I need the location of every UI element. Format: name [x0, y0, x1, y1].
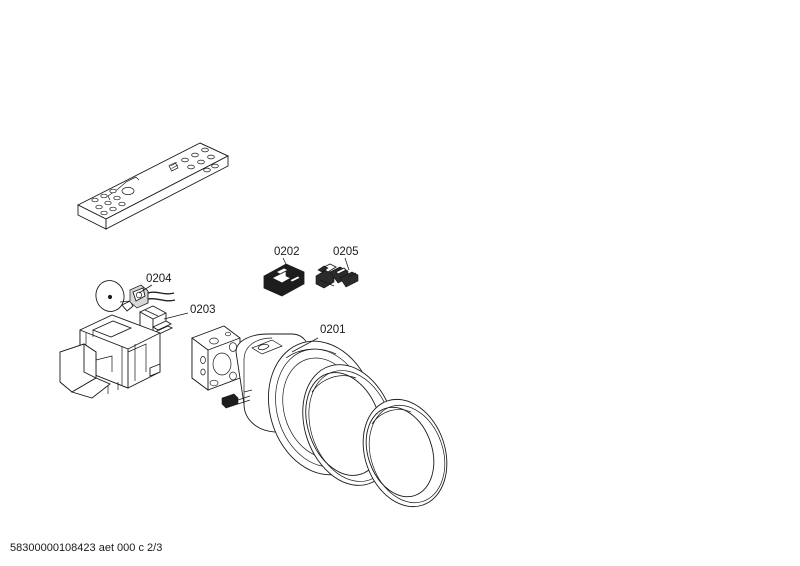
callout-label-0202: 0202 [274, 246, 300, 258]
leader-0202 [282, 257, 289, 269]
callout-label-0203: 0203 [190, 304, 216, 316]
frame-bracket [263, 263, 305, 297]
leader-0205 [344, 257, 350, 271]
terminal-connector [315, 263, 359, 289]
leader-lines [138, 257, 350, 353]
sensor-with-wires [129, 284, 176, 309]
footer-document-code: 58300000108423 aet 000 c 2/3 [10, 542, 162, 554]
leader-0203 [163, 312, 189, 320]
control-panel-plate [77, 142, 230, 230]
leader-0204 [138, 284, 153, 294]
mounting-flange [191, 325, 241, 391]
callout-label-0201: 0201 [320, 324, 346, 336]
leader-0201 [291, 337, 319, 353]
clamp-ring-outer [362, 398, 448, 508]
blower-housing [59, 314, 161, 399]
callout-label-0205: 0205 [333, 246, 359, 258]
impeller-disc [95, 280, 134, 312]
callout-label-0204: 0204 [146, 273, 172, 285]
